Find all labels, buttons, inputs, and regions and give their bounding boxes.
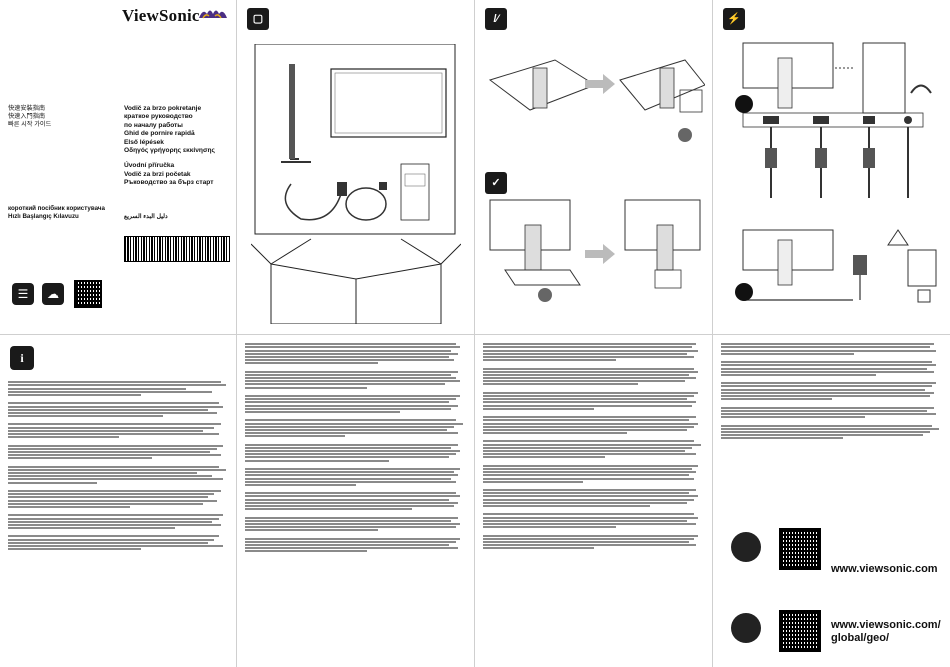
title-line: Első lépések: [124, 138, 164, 146]
cloud-download-icon: ☁: [42, 283, 64, 305]
cable-connection-illustration: [742, 42, 932, 198]
geo-url-line: global/geo/: [831, 632, 890, 644]
step-marker: [735, 283, 753, 301]
geo-url: www.viewsonic.com/ global/geo/: [831, 619, 941, 645]
barcode: [124, 236, 230, 262]
brand-birds-logo: [199, 10, 227, 19]
connection-column: ⚡ www.viewsonic: [713, 0, 950, 667]
cover-titles-asian: 快速安裝指南 快速入門指南 빠른 시작 가이드: [8, 105, 51, 129]
title-line: Οδηγός γρήγορης εκκίνησης: [124, 147, 215, 155]
assembly-fine-print: [483, 342, 705, 660]
cover-titles-european: Vodič za brzo pokretanje краткое руковод…: [124, 105, 215, 188]
stand-attach-illustration: [488, 59, 705, 142]
title-ko: 빠른 시작 가이드: [8, 121, 52, 128]
plug-icon: ⚡: [723, 8, 745, 30]
section-divider: [0, 334, 950, 335]
cover-column: ViewSonic 快速安裝指南 快速入門指南 빠른 시작 가이드 Vodič …: [0, 0, 237, 667]
title-line: Vodič za brzo pokretanje: [124, 105, 202, 112]
title-line: по началу работы: [124, 121, 183, 129]
headset-icon: [731, 532, 761, 562]
base-attach-icon: ✓: [485, 172, 507, 194]
title-line: Vodič za brzi početak: [124, 170, 191, 178]
connection-fine-print: [721, 342, 943, 527]
power-connection-illustration: [742, 229, 937, 303]
box-icon: ▢: [247, 8, 269, 30]
globe-cube-icon: [731, 613, 761, 643]
info-fine-print: [8, 380, 230, 660]
title-zh-cn: 快速入門指南: [8, 113, 46, 120]
assembly-column: /⁄ ✓: [475, 0, 713, 667]
title-tr: Hızlı Başlangıç Kılavuzu: [8, 213, 79, 220]
title-uk: короткий посібник користувача: [8, 205, 105, 212]
brand-logo: ViewSonic: [122, 6, 200, 25]
qr-code: [74, 280, 102, 308]
title-line: Ghid de pornire rapidă: [124, 130, 195, 138]
package-contents-illustration: [251, 44, 461, 324]
geo-qr-code: [779, 610, 821, 652]
base-attach-illustration: [489, 199, 701, 302]
support-qr-code: [779, 528, 821, 570]
package-fine-print: [245, 342, 467, 660]
package-column: ▢: [237, 0, 475, 667]
title-line: краткое руководство: [124, 113, 193, 121]
title-zh-tw: 快速安裝指南: [8, 105, 46, 112]
website-url: www.viewsonic.com: [831, 563, 938, 575]
cover-titles-extra: короткий посібник користувача Hızlı Başl…: [8, 205, 228, 221]
title-line: Ръководство за бърз старт: [124, 179, 214, 187]
screwdriver-icon: /⁄: [485, 8, 507, 30]
step-marker: [735, 95, 753, 113]
title-ar: دليل البدء السريع: [124, 213, 168, 220]
geo-url-line: www.viewsonic.com/: [831, 619, 941, 631]
info-icon: i: [10, 346, 34, 370]
title-line: Úvodní příručka: [124, 162, 175, 170]
book-icon: ☰: [12, 283, 34, 305]
